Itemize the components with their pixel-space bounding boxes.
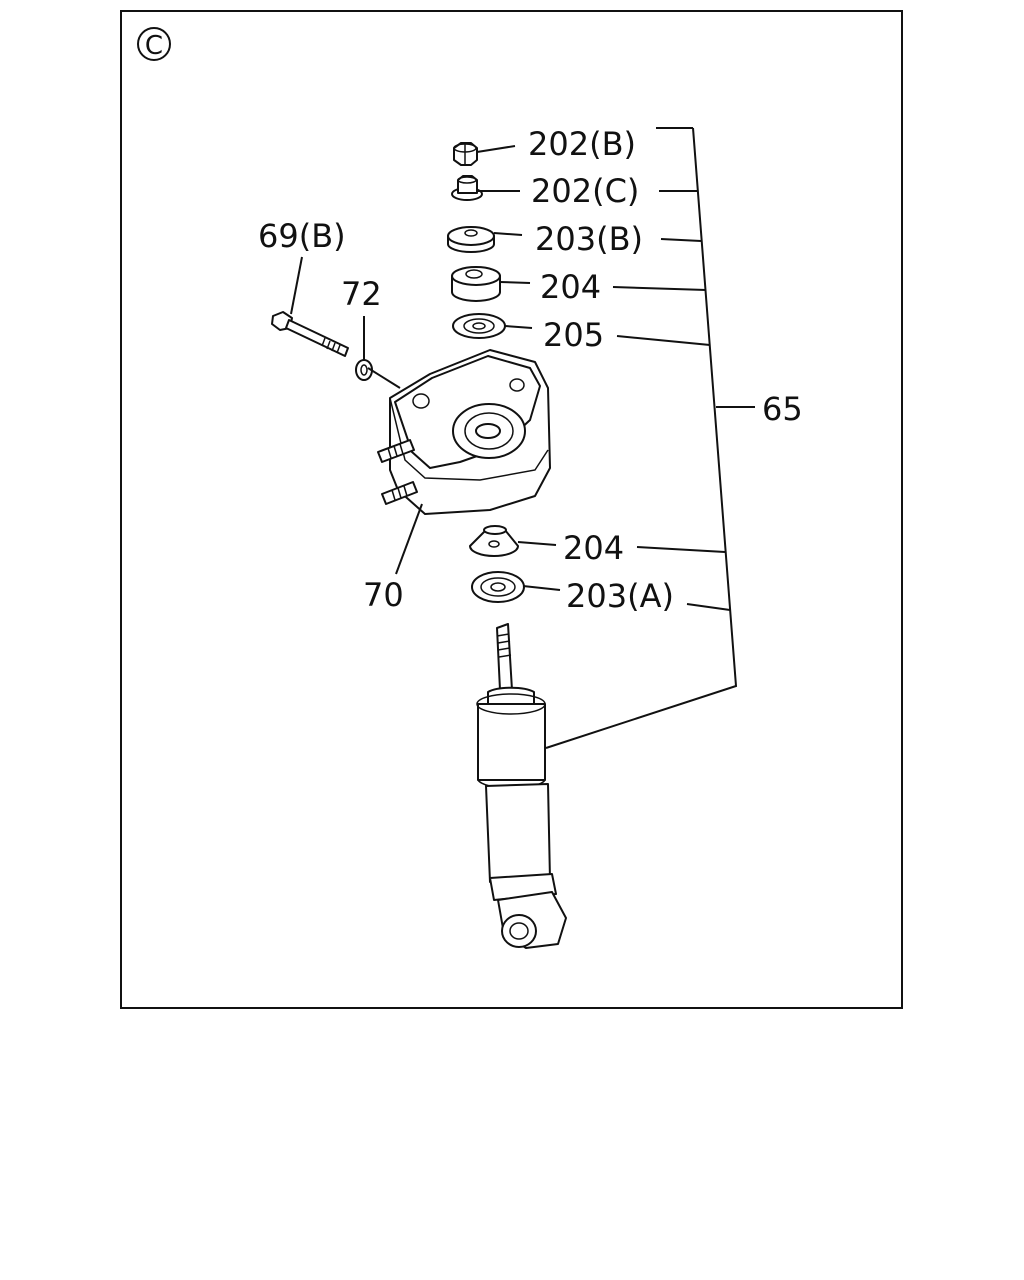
label-69b: 69(B) (258, 217, 346, 255)
label-65: 65 (762, 390, 803, 428)
label-203b: 203(B) (535, 220, 643, 258)
view-marker-text: C (145, 31, 163, 61)
washer-203b (447, 226, 495, 253)
view-marker-c: C (137, 27, 171, 61)
label-205: 205 (543, 316, 604, 354)
bracket-70 (377, 349, 551, 515)
label-70: 70 (363, 576, 404, 614)
nut-202c (451, 175, 483, 201)
label-204-lower: 204 (563, 529, 624, 567)
label-72: 72 (341, 275, 382, 313)
leader-lines (290, 127, 755, 749)
nut-202b (453, 142, 478, 166)
washer-203a (471, 571, 525, 603)
label-202c: 202(C) (531, 172, 639, 210)
label-204-upper: 204 (540, 268, 601, 306)
seat-205 (452, 313, 506, 339)
bushing-204-lower (469, 525, 519, 557)
bolt-69b (271, 311, 349, 357)
bushing-204-upper (451, 266, 501, 302)
diagram-frame (120, 10, 903, 1009)
label-202b: 202(B) (528, 125, 636, 163)
shock-absorber (476, 623, 567, 949)
label-203a: 203(A) (566, 577, 674, 615)
